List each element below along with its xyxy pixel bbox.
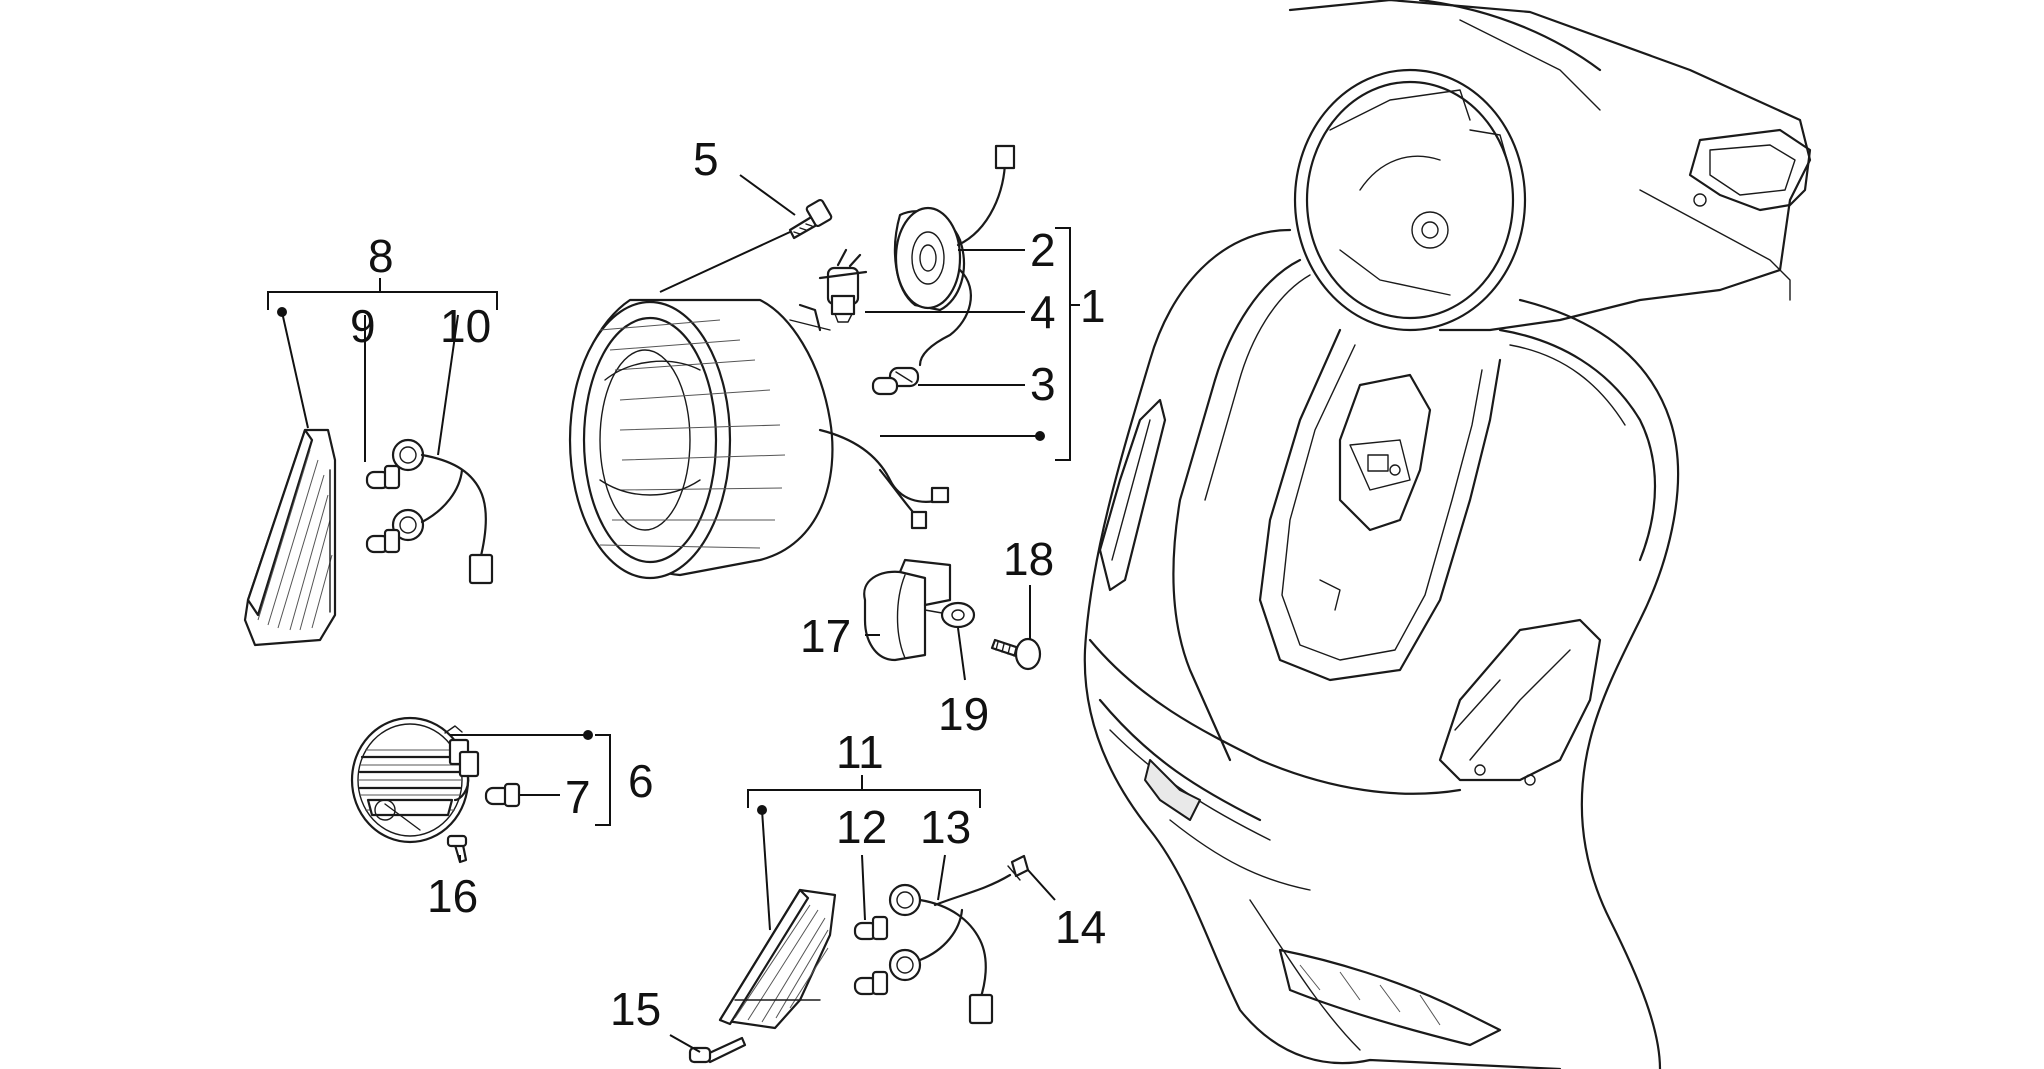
callout-labels: 1 2 3 4 5 6 7 8 9 10 11 12 13 14 15 16 1… (350, 133, 1106, 1035)
leader-lines (267, 174, 1080, 1053)
headlamp-wiring-harness (818, 428, 950, 530)
scooter-front-shield (1083, 0, 1812, 1069)
callout-16: 16 (427, 870, 478, 922)
right-indicator-bulbs (853, 915, 889, 996)
callout-18: 18 (1003, 533, 1054, 585)
left-indicator-socket-harness (391, 438, 494, 585)
callout-15: 15 (610, 983, 661, 1035)
callout-5: 5 (693, 133, 719, 185)
callout-17: 17 (800, 610, 851, 662)
callout-4: 4 (1030, 286, 1056, 338)
right-indicator-lens (718, 888, 837, 1030)
callout-19: 19 (938, 688, 989, 740)
parking-bulb (871, 366, 920, 396)
bracket-screw (990, 637, 1042, 671)
callout-8: 8 (368, 230, 394, 282)
left-indicator-bulbs (365, 464, 401, 554)
tail-light-lens (350, 716, 470, 844)
callout-6: 6 (628, 755, 654, 807)
callout-10: 10 (440, 300, 491, 352)
callout-11: 11 (836, 726, 884, 778)
right-indicator-screw (688, 1036, 747, 1064)
callout-1: 1 (1080, 280, 1106, 332)
headlamp-bulb-socket (893, 144, 1016, 367)
callout-3: 3 (1030, 358, 1056, 410)
callout-14: 14 (1055, 901, 1106, 953)
callout-2: 2 (1030, 224, 1056, 276)
tail-light-screw (446, 834, 468, 864)
callout-9: 9 (350, 300, 376, 352)
headlamp-bulb-h4 (818, 248, 868, 323)
right-indicator-socket-harness (888, 873, 1012, 1025)
washer (940, 601, 976, 629)
headlamp-housing (568, 298, 834, 580)
callout-12: 12 (836, 801, 887, 853)
tail-light-socket (448, 738, 521, 808)
left-indicator-lens (243, 428, 337, 647)
callout-13: 13 (920, 801, 971, 853)
callout-7: 7 (565, 771, 591, 823)
mounting-bracket (863, 558, 952, 662)
headlamp-screw (788, 198, 833, 240)
wire-clip (1007, 854, 1030, 881)
